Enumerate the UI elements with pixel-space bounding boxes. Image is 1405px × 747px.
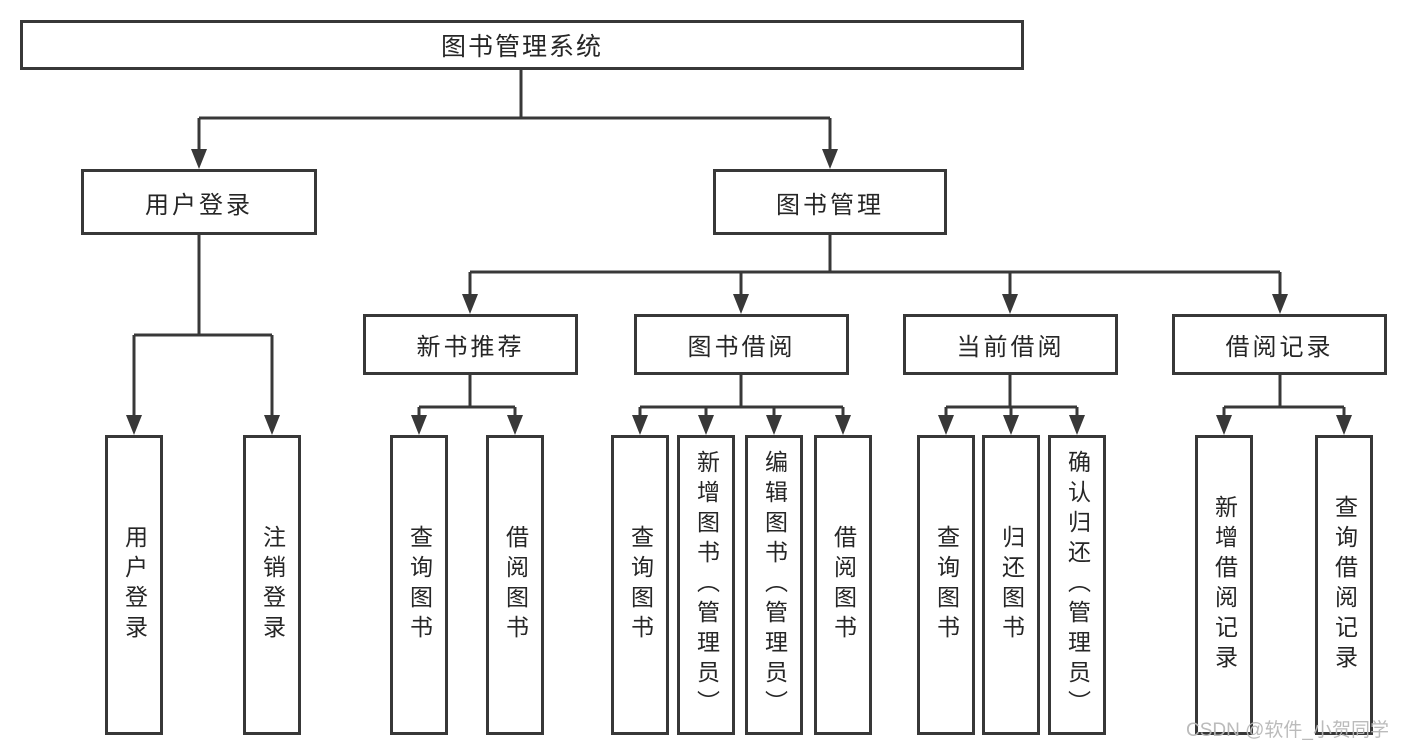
leaf-user-login-label: 用户登录 (121, 525, 148, 645)
leaf-query-books-2: 查询图书 (611, 435, 669, 735)
leaf-add-book-admin: 新增图书（管理员） (677, 435, 735, 735)
leaf-borrow-books-2-label: 借阅图书 (830, 525, 857, 645)
leaf-logout-label: 注销登录 (259, 525, 286, 645)
leaf-logout: 注销登录 (243, 435, 301, 735)
node-user-login: 用户登录 (81, 169, 317, 235)
node-library-system: 图书管理系统 (20, 20, 1024, 70)
leaf-query-books-3-label: 查询图书 (933, 525, 960, 645)
leaf-query-books-1: 查询图书 (390, 435, 448, 735)
node-book-management-label: 图书管理 (776, 191, 884, 219)
node-book-borrow: 图书借阅 (634, 314, 849, 375)
node-new-book-recommend: 新书推荐 (363, 314, 578, 375)
leaf-query-books-1-label: 查询图书 (406, 525, 433, 645)
watermark-text: CSDN @软件_小贺同学 (1186, 720, 1389, 741)
node-new-book-recommend-label: 新书推荐 (416, 334, 525, 361)
node-user-login-label: 用户登录 (145, 191, 253, 219)
leaf-confirm-return-admin-label: 确认归还（管理员） (1064, 450, 1091, 720)
node-borrow-records: 借阅记录 (1172, 314, 1387, 375)
leaf-add-book-admin-label: 新增图书（管理员） (693, 450, 720, 720)
leaf-query-books-2-label: 查询图书 (627, 525, 654, 645)
leaf-borrow-books-1-label: 借阅图书 (502, 525, 529, 645)
leaf-return-books: 归还图书 (982, 435, 1040, 735)
leaf-query-borrow-record: 查询借阅记录 (1315, 435, 1373, 735)
leaf-edit-book-admin-label: 编辑图书（管理员） (761, 450, 788, 720)
leaf-add-borrow-record: 新增借阅记录 (1195, 435, 1253, 735)
node-library-system-label: 图书管理系统 (440, 33, 603, 61)
leaf-user-login: 用户登录 (105, 435, 163, 735)
node-book-management: 图书管理 (713, 169, 947, 235)
leaf-confirm-return-admin: 确认归还（管理员） (1048, 435, 1106, 735)
leaf-query-borrow-record-label: 查询借阅记录 (1331, 495, 1358, 675)
leaf-borrow-books-2: 借阅图书 (814, 435, 872, 735)
node-borrow-records-label: 借阅记录 (1225, 334, 1334, 361)
node-current-borrow-label: 当前借阅 (956, 334, 1065, 361)
node-current-borrow: 当前借阅 (903, 314, 1118, 375)
leaf-query-books-3: 查询图书 (917, 435, 975, 735)
leaf-add-borrow-record-label: 新增借阅记录 (1211, 495, 1238, 675)
leaf-return-books-label: 归还图书 (998, 525, 1025, 645)
leaf-borrow-books-1: 借阅图书 (486, 435, 544, 735)
leaf-edit-book-admin: 编辑图书（管理员） (745, 435, 803, 735)
node-book-borrow-label: 图书借阅 (687, 334, 796, 361)
